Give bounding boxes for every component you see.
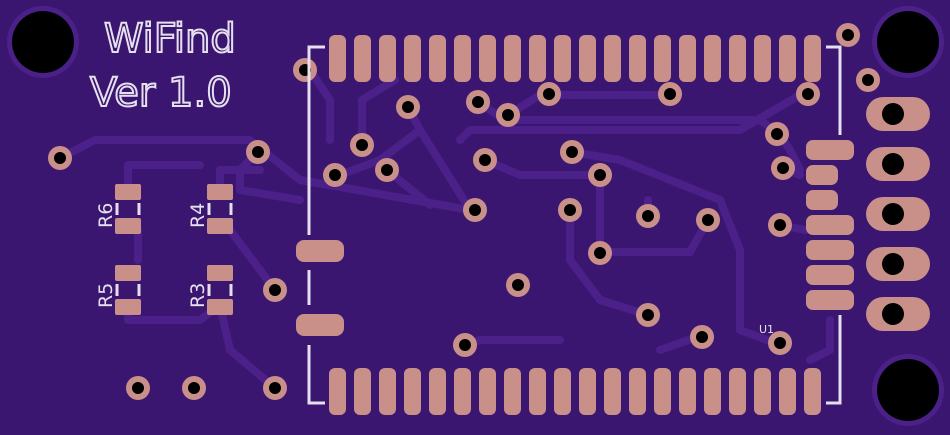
- mounting-holes: [7, 6, 944, 426]
- title-line1: WiFind: [104, 16, 236, 62]
- title-line2: Ver 1.0: [90, 70, 232, 116]
- trace-layer: [56, 66, 834, 392]
- label-r4: R4: [187, 203, 209, 228]
- label-u1: U1: [759, 323, 774, 336]
- label-r5: R5: [95, 283, 117, 308]
- u1-outline: [307, 45, 842, 405]
- vias: [48, 23, 880, 400]
- resistors: [115, 184, 233, 315]
- label-r6: R6: [95, 203, 117, 228]
- side-connector-pads: [806, 140, 854, 310]
- oval-connector: [866, 97, 930, 331]
- label-r3: R3: [187, 283, 209, 308]
- header-bottom-pads: [329, 368, 821, 415]
- left-side-pads: [296, 240, 344, 336]
- header-top-pads: [329, 35, 821, 82]
